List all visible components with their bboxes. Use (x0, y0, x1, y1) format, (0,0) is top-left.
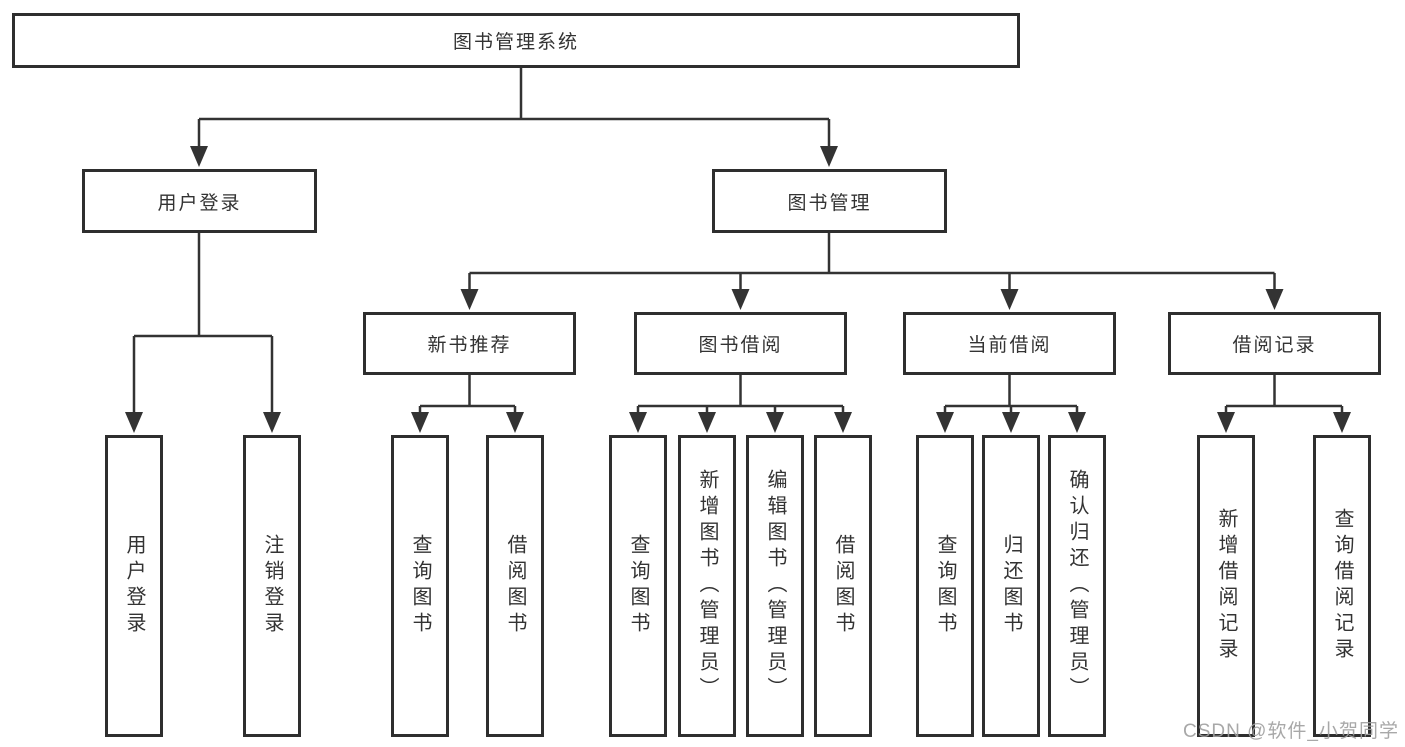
leaf-label: 借阅图书 (832, 534, 854, 638)
node-label: 图书管理系统 (452, 32, 579, 53)
leaf-label: 归还图书 (1000, 534, 1022, 638)
leaf-query-books-current: 查询图书 (916, 435, 974, 737)
node-label: 新书推荐 (427, 335, 512, 356)
arrow-down-icon (263, 412, 281, 433)
arrow-down-icon (460, 289, 479, 310)
arrow-down-icon (1002, 412, 1020, 433)
leaf-label: 新增图书（管理员） (696, 469, 718, 703)
node-label: 图书管理 (787, 192, 872, 214)
arrow-down-icon (1217, 412, 1235, 433)
arrow-down-icon (1333, 412, 1351, 433)
leaf-add-borrow-record: 新增借阅记录 (1197, 435, 1255, 737)
arrow-down-icon (506, 412, 524, 433)
leaf-label: 确认归还（管理员） (1066, 469, 1088, 703)
leaf-return-books: 归还图书 (982, 435, 1040, 737)
arrow-down-icon (698, 412, 716, 433)
arrow-down-icon (1068, 412, 1086, 433)
leaf-add-books-admin: 新增图书（管理员） (678, 435, 736, 737)
node-current-borrow: 当前借阅 (903, 312, 1116, 375)
arrow-down-icon (1265, 289, 1284, 310)
leaf-label: 新增借阅记录 (1215, 508, 1237, 664)
leaf-query-books-rec: 查询图书 (391, 435, 449, 737)
node-book-management: 图书管理 (712, 169, 947, 233)
node-label: 当前借阅 (967, 335, 1052, 356)
node-user-login: 用户登录 (82, 169, 317, 233)
node-borrow-records: 借阅记录 (1168, 312, 1381, 375)
arrow-down-icon (1000, 289, 1019, 310)
leaf-confirm-return-admin: 确认归还（管理员） (1048, 435, 1106, 737)
node-book-borrow: 图书借阅 (634, 312, 847, 375)
leaf-label: 用户登录 (123, 534, 145, 638)
arrow-down-icon (766, 412, 784, 433)
leaf-label: 查询借阅记录 (1331, 508, 1353, 664)
leaf-query-borrow-record: 查询借阅记录 (1313, 435, 1371, 737)
leaf-user-login: 用户登录 (105, 435, 163, 737)
leaf-borrow-books: 借阅图书 (814, 435, 872, 737)
leaf-query-books-borrow: 查询图书 (609, 435, 667, 737)
leaf-label: 注销登录 (261, 534, 283, 638)
arrow-down-icon (731, 289, 750, 310)
node-label: 用户登录 (157, 192, 242, 214)
leaf-logout: 注销登录 (243, 435, 301, 737)
arrow-down-icon (936, 412, 954, 433)
arrow-down-icon (190, 146, 208, 167)
arrow-down-icon (411, 412, 429, 433)
leaf-label: 借阅图书 (504, 534, 526, 638)
arrow-down-icon (125, 412, 143, 433)
leaf-edit-books-admin: 编辑图书（管理员） (746, 435, 804, 737)
arrow-down-icon (820, 146, 838, 167)
arrow-down-icon (629, 412, 647, 433)
node-label: 图书借阅 (698, 335, 783, 356)
arrow-down-icon (834, 412, 852, 433)
leaf-label: 查询图书 (627, 534, 649, 638)
leaf-label: 查询图书 (409, 534, 431, 638)
leaf-borrow-books-rec: 借阅图书 (486, 435, 544, 737)
leaf-label: 查询图书 (934, 534, 956, 638)
csdn-watermark: CSDN @软件_小贺同学 (1183, 721, 1399, 742)
node-new-book-recommend: 新书推荐 (363, 312, 576, 375)
node-root-system: 图书管理系统 (12, 13, 1020, 68)
node-label: 借阅记录 (1232, 335, 1317, 356)
leaf-label: 编辑图书（管理员） (764, 469, 786, 703)
